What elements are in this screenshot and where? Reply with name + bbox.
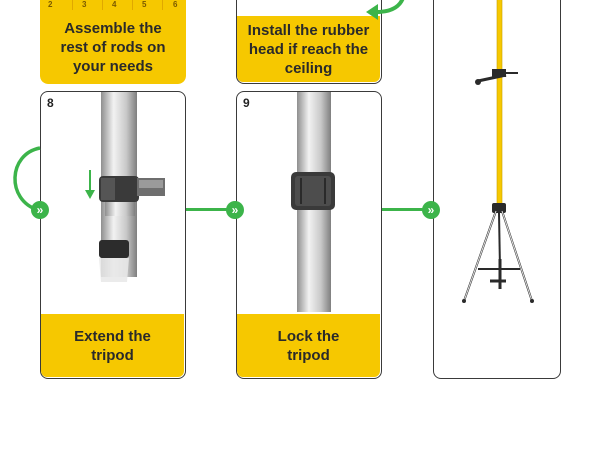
rod-divider-2	[102, 0, 103, 10]
step-card-assemble: 2 3 4 5 6 Assemble the rest of rods on y…	[40, 0, 186, 84]
rod-number: 2	[48, 0, 53, 9]
step-card-rubber-head: Install the rubber head if reach the cei…	[236, 0, 382, 84]
rod-divider-3	[132, 0, 133, 10]
tripod-overview-card	[433, 0, 561, 379]
connector-line	[382, 208, 424, 211]
step-card-lock-tripod: 9 Lock the tripod	[236, 91, 382, 379]
rod-scale-strip: 2 3 4 5 6	[40, 0, 186, 10]
double-chevron-right-icon: »	[422, 201, 440, 219]
rod-divider-4	[162, 0, 163, 10]
step-caption: Lock the tripod	[237, 314, 380, 377]
rod-number: 3	[82, 0, 87, 9]
step-number: 9	[243, 96, 250, 110]
rod-number: 6	[173, 0, 178, 9]
tripod-leg-illustration	[99, 92, 165, 282]
tripod-pole-illustration	[462, 0, 534, 303]
arrow-down-icon	[85, 170, 95, 199]
curved-arrow-icon	[13, 146, 41, 212]
rod-divider-1	[72, 0, 73, 10]
lock-clamp-illustration	[291, 92, 335, 312]
curved-arrow-icon	[366, 0, 405, 20]
rod-number: 5	[142, 0, 147, 9]
step-caption: Extend the tripod	[41, 314, 184, 377]
step-caption: Assemble the rest of rods on your needs	[40, 10, 186, 84]
step-card-extend-tripod: 8 Extend the tripod	[40, 91, 186, 379]
rod-number: 4	[112, 0, 117, 9]
double-chevron-right-icon: »	[226, 201, 244, 219]
double-chevron-right-icon: »	[31, 201, 49, 219]
step-number: 8	[47, 96, 54, 110]
connector-line	[186, 208, 228, 211]
step-caption: Install the rubber head if reach the cei…	[237, 16, 380, 82]
